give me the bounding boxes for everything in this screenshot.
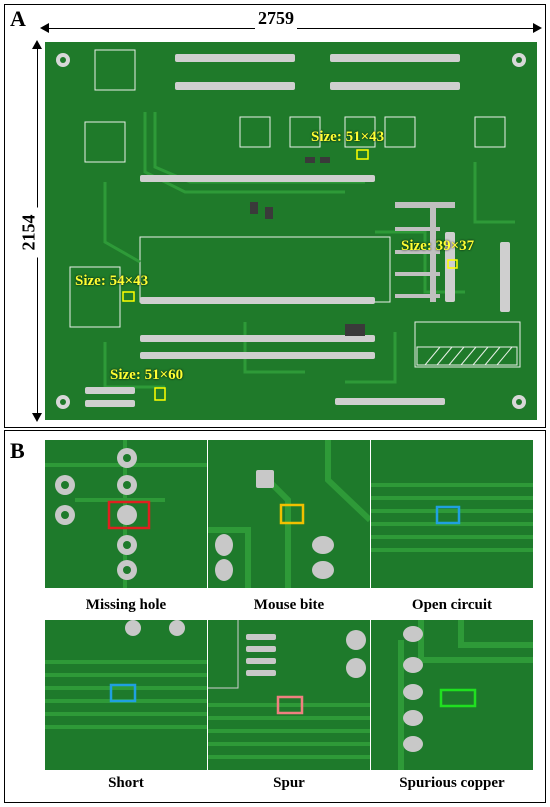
- defect-box-open-circuit: [435, 505, 461, 525]
- width-arrow-left: [40, 23, 49, 33]
- label-open-circuit: Open circuit: [411, 597, 493, 613]
- label-short: Short: [108, 775, 144, 791]
- width-label: 2759: [255, 8, 297, 29]
- label-spur: Spur: [273, 775, 305, 791]
- defect-box-missing-hole: [107, 500, 151, 530]
- height-label: 2154: [18, 207, 40, 258]
- thumb-spurious-copper: [371, 620, 533, 770]
- thumb-short: [45, 620, 207, 770]
- size-label-3: Size: 54×43: [75, 273, 149, 289]
- defect-box-spurious-copper: [439, 688, 477, 708]
- thumb-mouse-bite: [208, 440, 370, 588]
- panel-b-letter: B: [10, 438, 25, 463]
- defect-box-short: [109, 683, 137, 703]
- pcb-board-image: [45, 42, 537, 420]
- label-mouse-bite: Mouse bite: [253, 597, 325, 613]
- size-label-4: Size: 51×60: [110, 367, 184, 383]
- defect-box-spur: [276, 695, 304, 715]
- size-label-2: Size: 39×37: [401, 238, 475, 254]
- height-arrow-bottom: [32, 413, 42, 422]
- width-arrow-right: [533, 23, 542, 33]
- label-spurious-copper: Spurious copper: [399, 775, 505, 791]
- thumb-spur: [208, 620, 370, 770]
- defect-box-mouse-bite: [279, 503, 305, 525]
- label-missing-hole: Missing hole: [85, 597, 167, 613]
- panel-a-letter: A: [10, 6, 26, 31]
- thumb-open-circuit: [371, 440, 533, 588]
- size-label-1: Size: 51×43: [311, 129, 385, 145]
- height-arrow-top: [32, 40, 42, 49]
- thumb-missing-hole: [45, 440, 207, 588]
